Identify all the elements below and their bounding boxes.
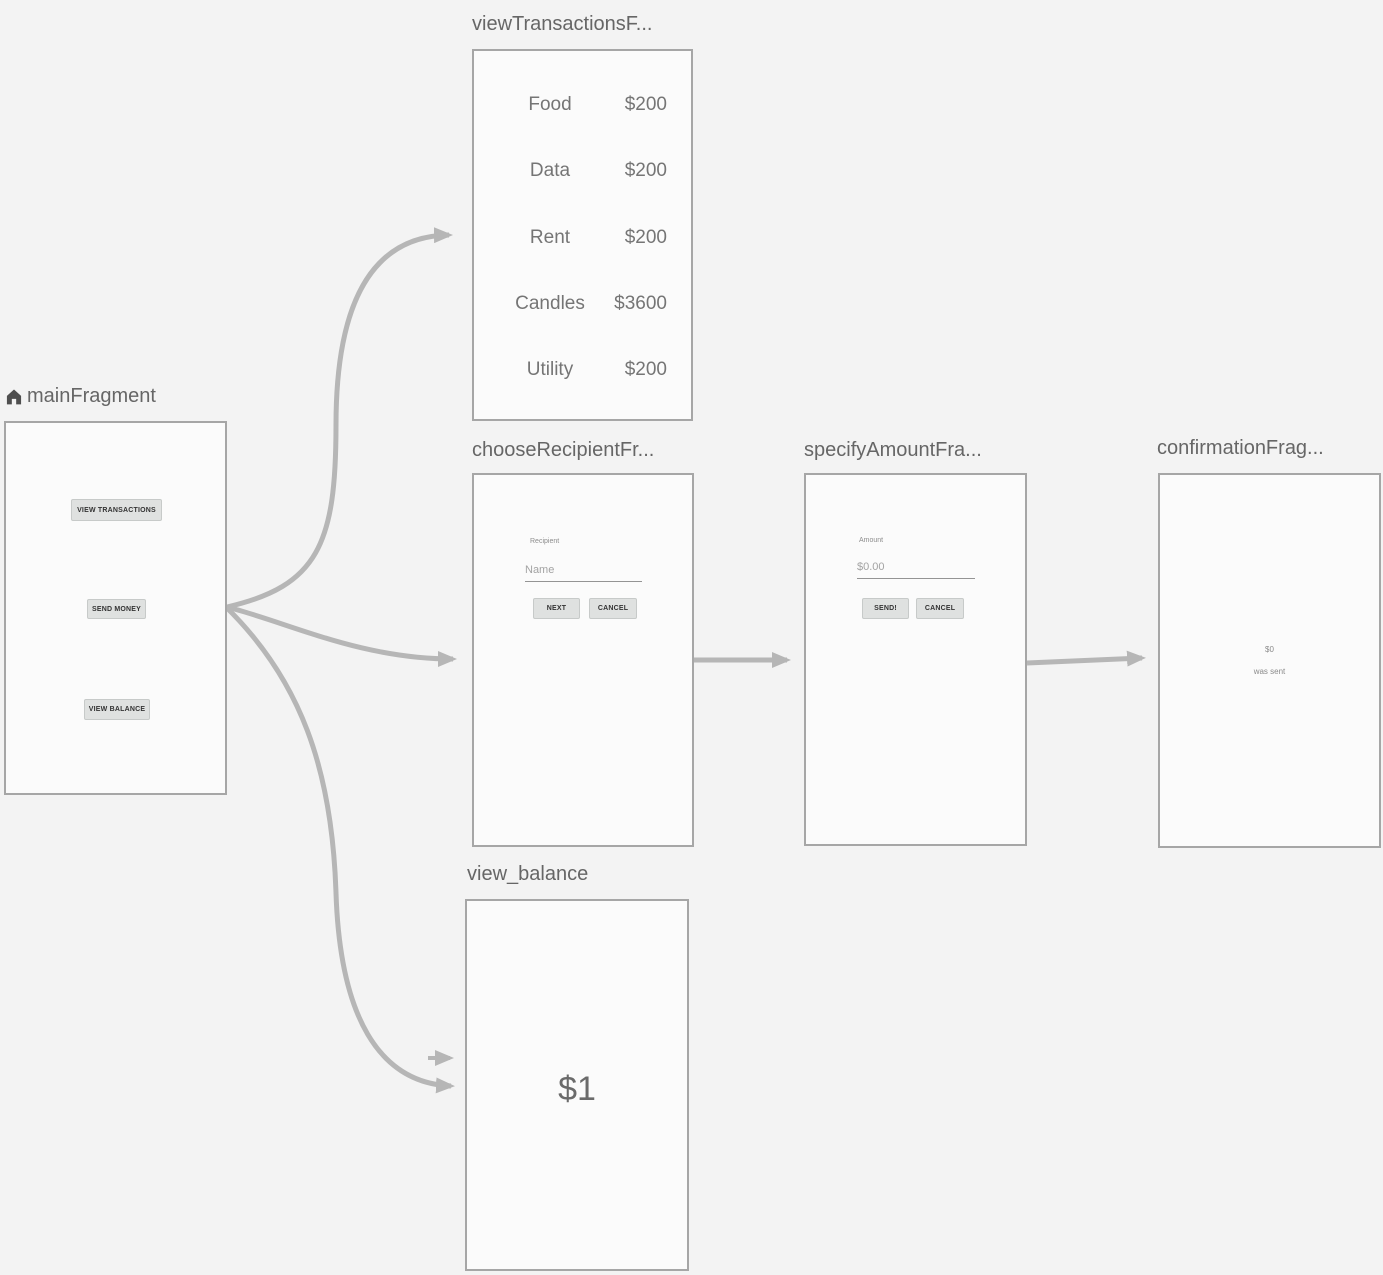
transaction-row: Utility $200 — [474, 359, 691, 385]
fragment-title-specify-amount[interactable]: specifyAmountFra... — [804, 439, 982, 461]
preview-name-field: Name — [525, 564, 555, 576]
fragment-title-view-balance[interactable]: view_balance — [467, 863, 589, 885]
transaction-row: Rent $200 — [474, 227, 691, 253]
transaction-amount: $200 — [624, 359, 667, 380]
fragment-title-confirmation[interactable]: confirmationFrag... — [1157, 437, 1324, 459]
preview-send-money-button: SEND MONEY — [87, 599, 146, 619]
fragment-card-specify-amount[interactable]: Amount $0.00 SEND! CANCEL — [804, 473, 1027, 846]
action-main-to-viewtransactions[interactable] — [226, 227, 453, 610]
fragment-card-view-transactions[interactable]: Food $200 Data $200 Rent $200 Candles $3… — [472, 49, 693, 421]
preview-name-field-underline — [525, 581, 642, 582]
preview-view-transactions-button: VIEW TRANSACTIONS — [71, 499, 162, 521]
transaction-label: Food — [528, 94, 572, 115]
transaction-row: Candles $3600 — [474, 293, 691, 319]
preview-cancel-button: CANCEL — [916, 598, 964, 619]
transaction-label: Data — [529, 160, 571, 181]
fragment-title-choose-recipient[interactable]: chooseRecipientFr... — [472, 439, 655, 461]
action-main-to-viewbalance[interactable] — [225, 606, 455, 1094]
fragment-title-view-transactions[interactable]: viewTransactionsF... — [472, 13, 653, 35]
preview-amount-field: $0.00 — [857, 561, 885, 573]
fragment-title-main[interactable]: mainFragment — [27, 385, 156, 407]
transaction-row: Data $200 — [474, 160, 691, 186]
fragment-card-view-balance[interactable]: $1 — [465, 899, 689, 1271]
transaction-amount: $200 — [624, 227, 667, 248]
preview-balance-value: $1 — [558, 1070, 596, 1108]
preview-amount-field-underline — [857, 578, 975, 579]
action-specifyamount-to-confirmation[interactable] — [1026, 650, 1146, 667]
preview-recipient-label: Recipient — [530, 538, 560, 545]
preview-view-balance-button: VIEW BALANCE — [84, 699, 150, 720]
preview-amount-label: Amount — [859, 537, 884, 544]
transaction-row: Food $200 — [474, 94, 691, 120]
home-icon — [6, 389, 22, 405]
preview-cancel-button: CANCEL — [589, 598, 637, 619]
transaction-label: Candles — [515, 293, 585, 314]
transaction-amount: $3600 — [614, 293, 667, 314]
transaction-amount: $200 — [624, 160, 667, 181]
preview-sent-amount: $0 — [1265, 645, 1274, 654]
action-main-to-chooserecipient[interactable] — [226, 604, 457, 667]
preview-send-button: SEND! — [862, 598, 909, 619]
preview-sent-caption: was sent — [1253, 667, 1286, 676]
fragment-card-main[interactable]: VIEW TRANSACTIONS SEND MONEY VIEW BALANC… — [4, 421, 227, 795]
fragment-card-confirmation[interactable]: $0 was sent — [1158, 473, 1381, 848]
preview-next-button: NEXT — [533, 598, 580, 619]
fragment-card-choose-recipient[interactable]: Recipient Name NEXT CANCEL — [472, 473, 694, 847]
transaction-label: Utility — [526, 359, 574, 380]
transaction-label: Rent — [529, 227, 571, 248]
transaction-amount: $200 — [624, 94, 667, 115]
